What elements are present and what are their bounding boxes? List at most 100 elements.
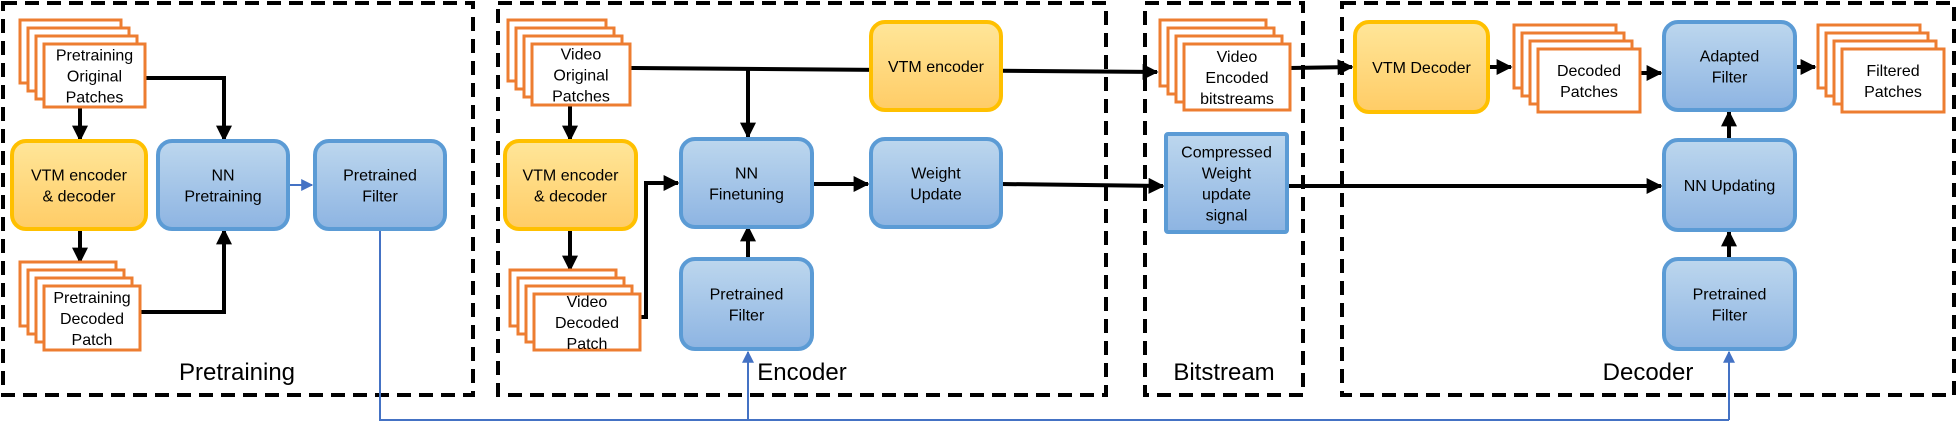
section-label-pretraining: Pretraining bbox=[179, 359, 295, 386]
node-label-line: Pretraining bbox=[184, 189, 261, 206]
node-label-line: Pretrained bbox=[710, 287, 784, 304]
node-box bbox=[869, 137, 1003, 229]
node-label-line: NN bbox=[735, 166, 758, 183]
node-nn-pretraining: NN Pretraining bbox=[156, 139, 290, 231]
node-label-line: Patches bbox=[1560, 84, 1618, 101]
node-label-line: & decoder bbox=[534, 189, 608, 206]
arrow-weightupdate-to-compressed bbox=[1000, 177, 1165, 194]
node-label-line: Adapted bbox=[1700, 49, 1760, 66]
blue-connectors bbox=[290, 179, 1735, 421]
node-label-line: VTM encoder bbox=[31, 168, 128, 185]
node-label-line: Decoded bbox=[1557, 63, 1621, 80]
node-box bbox=[679, 137, 814, 229]
node-label-line: Update bbox=[910, 187, 962, 204]
node-label-line: NN bbox=[211, 168, 234, 185]
node-label-line: Finetuning bbox=[709, 187, 784, 204]
node-label-line: Patches bbox=[1864, 84, 1922, 101]
node-label-line: Pretraining bbox=[56, 48, 133, 65]
stack-front bbox=[42, 284, 142, 352]
node-vtm-decoder: VTM Decoder bbox=[1353, 20, 1490, 114]
node-label-line: Original bbox=[67, 69, 122, 86]
node-box bbox=[679, 257, 814, 351]
node-box bbox=[1353, 20, 1490, 114]
node-label-line: Patches bbox=[66, 90, 124, 107]
node-label-line: Original bbox=[553, 68, 608, 85]
node-label-line: signal bbox=[1206, 208, 1248, 225]
node-box bbox=[869, 20, 1003, 112]
node-box bbox=[1164, 132, 1289, 234]
node-box bbox=[156, 139, 290, 231]
node-label-line: Patches bbox=[552, 89, 610, 106]
section-decoder-frame bbox=[1340, 1, 1956, 397]
node-pretrain-vtm: VTM encoder & decoder bbox=[10, 139, 148, 231]
section-label-bitstream: Bitstream bbox=[1173, 359, 1274, 386]
stack-front bbox=[532, 292, 642, 352]
stack-front bbox=[42, 42, 147, 109]
node-box bbox=[313, 139, 447, 231]
node-label-line: Video bbox=[1217, 49, 1258, 66]
node-label-line: VTM encoder bbox=[522, 168, 619, 185]
node-nn-updating: NN Updating bbox=[1662, 138, 1797, 232]
stack-front bbox=[1182, 42, 1292, 112]
node-label-line: Filter bbox=[362, 189, 398, 206]
node-box bbox=[10, 139, 148, 231]
node-box bbox=[1662, 20, 1797, 112]
node-label-line: & decoder bbox=[43, 189, 117, 206]
node-vtm-encoder: VTM encoder bbox=[869, 20, 1003, 112]
stack-front bbox=[1536, 47, 1642, 114]
node-label-line: Patch bbox=[567, 336, 608, 353]
stack-front bbox=[1840, 47, 1946, 114]
arrow-decoded-to-nnpretrain bbox=[140, 228, 232, 314]
section-encoder-frame bbox=[496, 1, 1108, 397]
node-label-line: Weight bbox=[911, 166, 961, 183]
node-label-line: Weight bbox=[1202, 166, 1252, 183]
arrow-bitstreams-to-vtmdecoder bbox=[1289, 59, 1354, 76]
node-label-line: VTM encoder bbox=[888, 59, 985, 76]
node-label-line: Video bbox=[561, 47, 602, 64]
node-label-line: Filter bbox=[1712, 308, 1748, 325]
node-label-line: Pretraining bbox=[53, 290, 130, 307]
node-box bbox=[503, 139, 638, 231]
section-pretraining-frame bbox=[1, 1, 475, 397]
node-label-line: Pretrained bbox=[343, 168, 417, 185]
node-label-line: Pretrained bbox=[1693, 287, 1767, 304]
node-box bbox=[1662, 257, 1797, 351]
arrow-decoded-to-finetuning bbox=[640, 175, 680, 319]
arrow-orig-to-nnpretrain bbox=[145, 76, 232, 142]
node-label-line: Filter bbox=[729, 308, 765, 325]
node-label-line: Decoded bbox=[60, 311, 124, 328]
node-box bbox=[1662, 138, 1797, 232]
stack-front bbox=[530, 42, 632, 107]
node-label-line: Compressed bbox=[1181, 145, 1272, 162]
node-nn-finetuning: NN Finetuning bbox=[679, 137, 814, 229]
node-enc-vtm-codec: VTM encoder & decoder bbox=[503, 139, 638, 231]
section-bitstream-frame bbox=[1143, 1, 1305, 397]
section-label-decoder: Decoder bbox=[1603, 359, 1694, 386]
node-label-line: VTM Decoder bbox=[1372, 60, 1471, 77]
node-label-line: update bbox=[1202, 187, 1251, 204]
node-label-line: NN Updating bbox=[1684, 178, 1776, 195]
node-label-line: bitstreams bbox=[1200, 91, 1274, 108]
node-label-line: Encoded bbox=[1205, 70, 1268, 87]
node-label-line: Filtered bbox=[1866, 63, 1919, 80]
node-label-line: Patch bbox=[72, 332, 113, 349]
section-label-encoder: Encoder bbox=[757, 359, 846, 386]
node-label-line: Video bbox=[567, 294, 608, 311]
node-label-line: Decoded bbox=[555, 315, 619, 332]
node-label-line: Filter bbox=[1712, 70, 1748, 87]
line-pretrainedfilter-bottom bbox=[379, 230, 1729, 421]
